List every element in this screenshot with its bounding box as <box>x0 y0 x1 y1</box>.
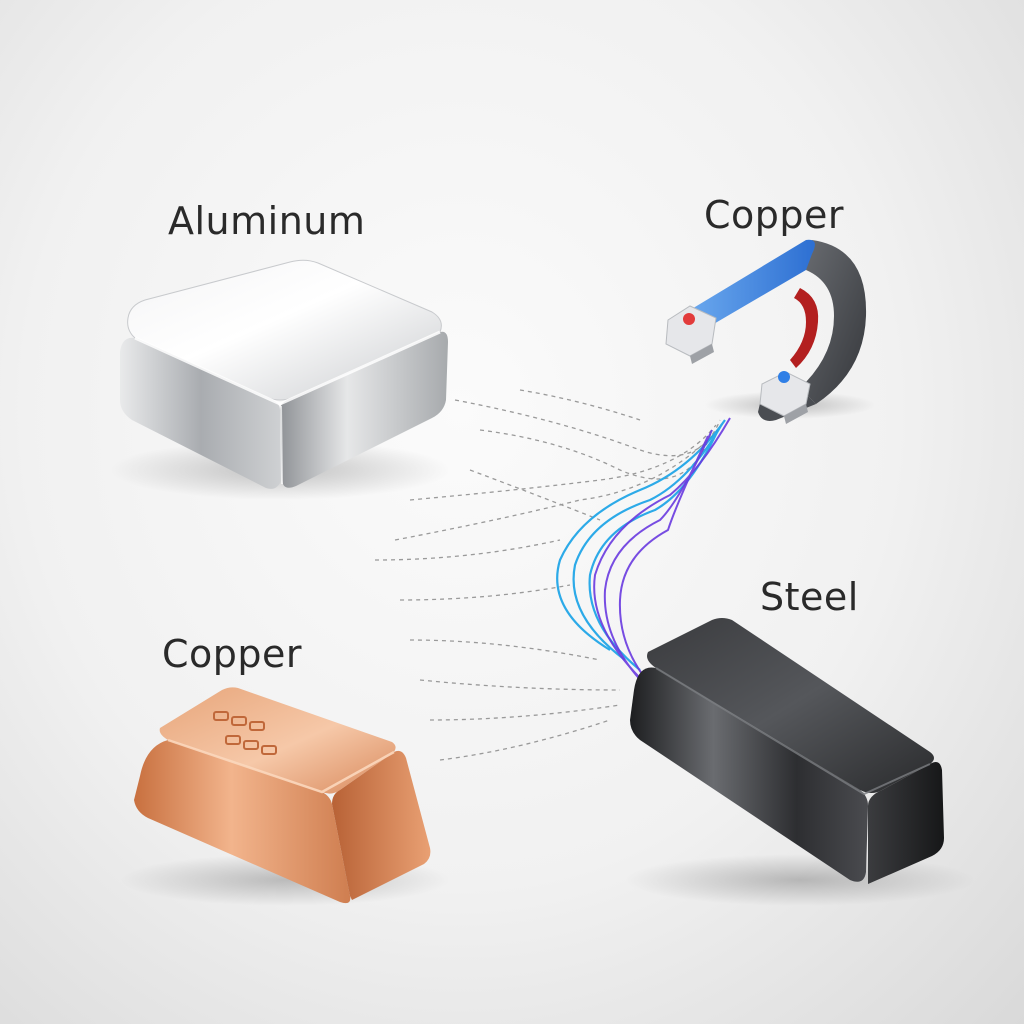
copper-magnet-label: Copper <box>704 193 845 237</box>
blue-pole-dot <box>778 371 790 383</box>
aluminum-label: Aluminum <box>168 199 366 243</box>
steel-label: Steel <box>760 575 859 619</box>
horseshoe-magnet <box>665 239 875 424</box>
red-pole-dot <box>683 313 695 325</box>
copper-bar-label: Copper <box>162 632 303 676</box>
magnetic-field-lines <box>374 389 731 761</box>
copper-ingot <box>120 687 450 906</box>
aluminum-block <box>110 259 450 500</box>
steel-bar <box>625 618 975 906</box>
